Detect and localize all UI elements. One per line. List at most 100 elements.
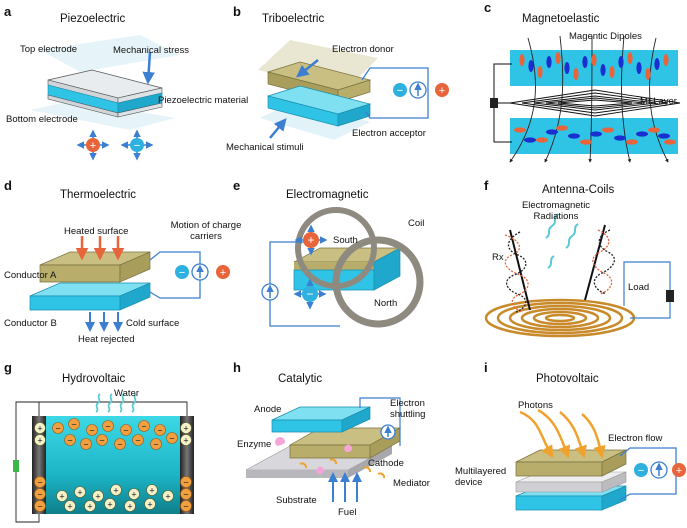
- svg-text:+: +: [67, 502, 72, 512]
- negative-ion: −: [180, 500, 192, 512]
- negative-ion: −: [64, 434, 76, 446]
- svg-text:+: +: [165, 492, 170, 502]
- positive-ions: ++++++++++++++++: [34, 422, 192, 512]
- label-coil: Coil: [408, 218, 424, 229]
- label-cathode: Cathode: [368, 458, 404, 469]
- positive-ion: +: [110, 484, 122, 496]
- label-cold-surface: Cold surface: [126, 318, 179, 329]
- svg-text:−: −: [123, 426, 128, 436]
- positive-ion: +: [146, 484, 158, 496]
- svg-text:−: −: [183, 490, 188, 500]
- piezo-stack: [47, 69, 163, 118]
- svg-text:+: +: [87, 502, 92, 512]
- svg-text:+: +: [127, 502, 132, 512]
- external-circuit: [359, 397, 401, 446]
- negative-ion: −: [138, 420, 150, 432]
- negative-ion: −: [80, 438, 92, 450]
- positive-charge: +: [294, 224, 328, 256]
- negative-ion: −: [154, 424, 166, 436]
- fuel-arrows: [328, 472, 362, 502]
- panel-b: b Triboelectric − + Electron donor Elect…: [226, 4, 449, 153]
- load-circuit: [623, 261, 671, 319]
- negative-charge: −: [120, 129, 154, 161]
- load-resistor: [490, 98, 498, 108]
- label-mechanical-stimuli: Mechanical stimuli: [226, 142, 304, 153]
- panel-title: Electromagnetic: [286, 189, 369, 201]
- label-heat-rejected: Heat rejected: [78, 334, 135, 345]
- panel-letter: b: [233, 4, 241, 19]
- positive-ion: +: [34, 422, 46, 434]
- svg-text:−: −: [638, 465, 644, 477]
- svg-text:+: +: [307, 233, 314, 247]
- svg-text:−: −: [179, 267, 185, 279]
- positive-ion: +: [34, 434, 46, 446]
- negative-charge: −: [293, 278, 327, 310]
- svg-text:+: +: [147, 500, 152, 510]
- negative-ion: −: [132, 434, 144, 446]
- label-mediator: Mediator: [393, 478, 430, 489]
- load-resistor: [666, 290, 674, 302]
- panel-g: g Hydrovoltaic Water −−−−−−−−−−−−−−−−−−−…: [4, 360, 194, 523]
- antenna-left: [504, 229, 531, 313]
- panel-letter: e: [233, 178, 240, 193]
- label-south: South: [333, 235, 358, 246]
- svg-text:−: −: [135, 436, 140, 446]
- electron-symbol: [393, 83, 407, 97]
- svg-text:+: +: [676, 465, 682, 477]
- label-magnetic-dipoles: Magentic Dipoles: [569, 31, 642, 42]
- positive-ion: +: [144, 498, 156, 510]
- stimuli-arrow: [269, 118, 287, 139]
- enzymes: [275, 437, 353, 474]
- label-rx: Rx: [492, 252, 504, 263]
- positive-ion: +: [124, 500, 136, 512]
- label-substrate: Substrate: [276, 495, 317, 506]
- svg-text:−: −: [37, 490, 42, 500]
- svg-text:−: −: [134, 140, 140, 152]
- svg-text:+: +: [183, 436, 188, 446]
- panel-d: d Thermoelectric − + Heated surface Moti…: [4, 178, 241, 345]
- svg-text:+: +: [149, 486, 154, 496]
- positive-ion: +: [84, 500, 96, 512]
- svg-text:−: −: [169, 434, 174, 444]
- svg-text:−: −: [37, 502, 42, 512]
- svg-text:−: −: [183, 502, 188, 512]
- label-bottom-electrode: Bottom electrode: [6, 114, 78, 125]
- panel-letter: g: [4, 360, 12, 375]
- negative-ion: −: [120, 424, 132, 436]
- svg-text:+: +: [77, 488, 82, 498]
- heat-arrows: [75, 236, 125, 261]
- panel-a: a Piezoelectric Top electrode Mechanical…: [4, 4, 248, 161]
- positive-ion: +: [180, 422, 192, 434]
- label-anode: Anode: [254, 404, 281, 415]
- load-indicator: [13, 460, 19, 472]
- positive-symbol: [672, 463, 686, 477]
- svg-text:−: −: [153, 440, 158, 450]
- panel-h: h Catalytic Anode: [233, 360, 430, 518]
- positive-symbol: [435, 83, 449, 97]
- svg-text:+: +: [37, 436, 42, 446]
- label-north: North: [374, 298, 397, 309]
- svg-text:−: −: [99, 436, 104, 446]
- mediators: [299, 458, 386, 479]
- svg-text:−: −: [55, 424, 60, 434]
- negative-ion: −: [166, 432, 178, 444]
- label-heated-surface: Heated surface: [64, 226, 128, 237]
- label-water: Water: [114, 388, 139, 399]
- negative-ion: −: [102, 420, 114, 432]
- svg-text:+: +: [95, 492, 100, 502]
- svg-text:−: −: [89, 426, 94, 436]
- panel-title: Photovoltaic: [536, 373, 599, 385]
- panel-title: Magnetoelastic: [522, 13, 600, 25]
- svg-text:−: −: [71, 420, 76, 430]
- label-conductor-b: Conductor B: [4, 318, 57, 329]
- negative-ion: −: [180, 488, 192, 500]
- circuit-wire: [15, 401, 188, 523]
- electron-symbol: [175, 265, 189, 279]
- negative-ion: −: [96, 434, 108, 446]
- magnetic-dipoles: [514, 52, 676, 145]
- panel-letter: d: [4, 178, 12, 193]
- stress-arrow: [142, 51, 155, 85]
- negative-ion: −: [34, 476, 46, 488]
- positive-symbol: [216, 265, 230, 279]
